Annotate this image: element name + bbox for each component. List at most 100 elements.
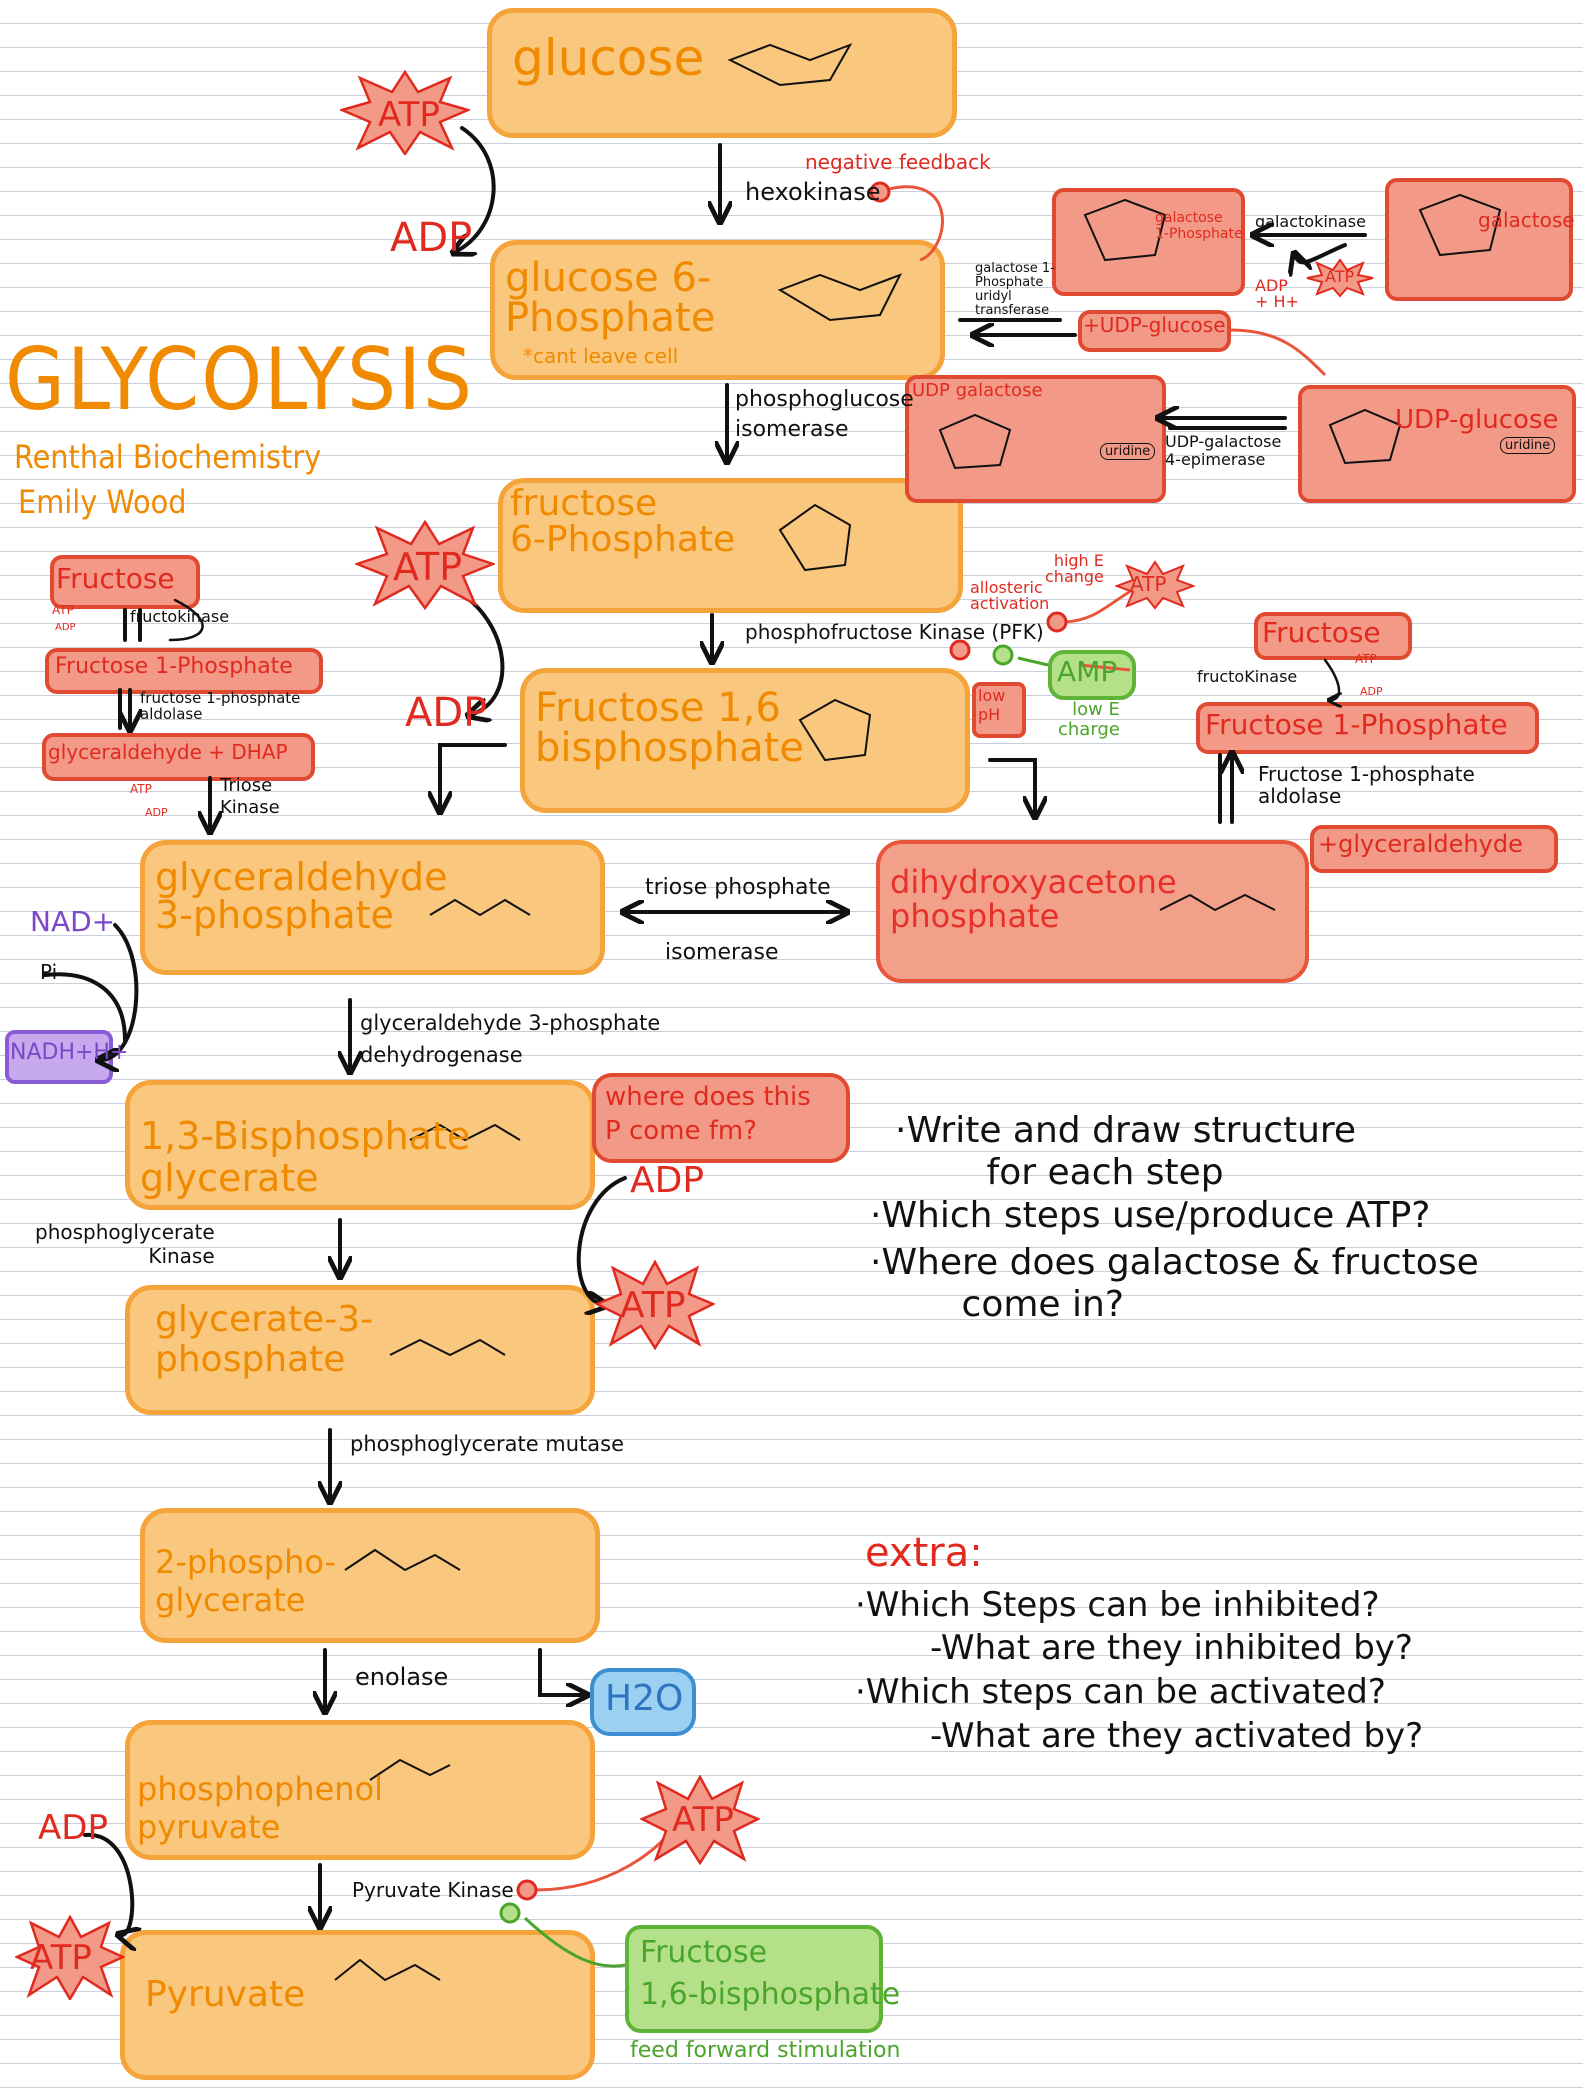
fructose-left-label: Fructose [56, 562, 175, 595]
13-bpg-box [125, 1080, 595, 1210]
f1p-left-label: Fructose 1-Phosphate [55, 654, 293, 679]
extra-1: ·Which Steps can be inhibited? [855, 1585, 1380, 1625]
udp-glucose-out-label: +UDP-glucose [1083, 313, 1226, 337]
pep-label: phosphophenol pyruvate [137, 1770, 384, 1846]
atp-label-fructose-right: ATP [1355, 652, 1377, 666]
udp-galactose-label: UDP galactose [912, 380, 1043, 401]
regulation-markers [499, 181, 1068, 1924]
adp-label-fructose-left: ADP [55, 622, 76, 633]
atp-burst-pyruvate [15, 1915, 125, 2000]
where-does-this-label: where does this P come fm? [605, 1082, 811, 1146]
high-e-label: high E change [1045, 551, 1104, 586]
adp-label-glucose: ADP [390, 215, 473, 261]
fructokinase-right-label: fructoKinase [1197, 667, 1298, 686]
pep-box [125, 1720, 595, 1860]
tpi-top-label: triose phosphate [645, 875, 831, 900]
atp-burst-pfk-reg [1115, 560, 1195, 610]
feed-forward-box-label: Fructose 1,6-bisphosphate [640, 1935, 901, 2012]
g6p-note: *cant leave cell [523, 344, 679, 368]
hexokinase-label: hexokinase [745, 178, 881, 206]
epimerase-label: UDP-galactose 4-epimerase [1165, 432, 1282, 469]
question-1: ·Write and draw structure for each step [895, 1110, 1357, 1193]
galactose-box [1385, 178, 1573, 301]
pi-label: Pi [40, 960, 58, 984]
g3p-label: glyceraldehyde 3-phosphate [155, 855, 448, 937]
galactose-1-phosphate-box [1052, 188, 1245, 296]
aldolase-right-label: Fructose 1-phosphate aldolase [1258, 762, 1475, 808]
2-pg-box [140, 1508, 600, 1643]
atp-label-glucose: ATP [378, 95, 440, 135]
adp-label-pep: ADP [38, 1808, 108, 1848]
low-ph-box [972, 682, 1026, 738]
udp-glucose-small-box [1078, 310, 1231, 352]
galactokinase-label: galactokinase [1255, 212, 1366, 231]
atp-label-f6p: ATP [393, 545, 463, 589]
adp-label-fructose-right: ADP [1360, 685, 1383, 698]
glucose-label: glucose [512, 29, 705, 87]
where-does-this-box [592, 1073, 850, 1163]
question-2: ·Which steps use/produce ATP? [870, 1195, 1431, 1236]
negative-feedback-line [884, 185, 944, 262]
hexokinase-inhibit-marker [869, 181, 891, 203]
uridine-label-2: uridine [1500, 437, 1556, 454]
glucose-box [487, 8, 957, 138]
course-name: Renthal Biochemistry [14, 438, 322, 476]
dhap-label: dihydroxyacetone phosphate [890, 863, 1177, 935]
fructose-right-box [1254, 612, 1412, 660]
atp-burst-pk [640, 1775, 760, 1865]
page-title: GLYCOLYSIS [5, 330, 475, 430]
atp-label-triose: ATP [130, 782, 152, 796]
products-left-label: glyceraldehyde + DHAP [48, 740, 288, 764]
extra-2: -What are they inhibited by? [930, 1628, 1413, 1668]
fructokinase-left-label: fructokinase [130, 607, 230, 626]
nadh-box [5, 1030, 113, 1084]
pgk-label: phosphoglycerate Kinase [35, 1220, 215, 1268]
adp-label-triose: ADP [145, 806, 168, 819]
triose-kinase-label: Triose Kinase [220, 775, 280, 818]
glyceraldehyde-right-box [1310, 825, 1558, 873]
atp-label-fructose-left: ATP [52, 603, 74, 617]
gal1p-label: galactose 1-Phosphate [1155, 210, 1243, 242]
extra-4: -What are they activated by? [930, 1716, 1424, 1756]
udp-galactose-box [905, 375, 1166, 503]
feed-forward-box [625, 1925, 883, 2033]
adp-label-f6p: ADP [405, 690, 488, 736]
13bpg-label: 1,3-Bisphosphate glycerate [140, 1114, 471, 1200]
arrow-f16bp-g3p [440, 743, 507, 810]
atp-burst-glucose [340, 70, 470, 155]
g3pdh-label: glyceraldehyde 3-phosphate dehydrogenase [360, 1011, 661, 1067]
low-ph-label: low pH [978, 686, 1006, 724]
pfk-label: phosphofructose Kinase (PFK) [745, 620, 1044, 644]
atp-label-pyruvate: ATP [30, 1938, 92, 1978]
udp-glucose-label: UDP-glucose [1395, 405, 1559, 435]
atp-burst-f6p [355, 520, 495, 610]
atp-label-galactokinase: ATP [1325, 267, 1355, 286]
fructose-1-phosphate-left-box [45, 648, 323, 694]
adp-h-label: ADP + H+ [1255, 276, 1299, 311]
atp-label-pgk: ATP [620, 1285, 686, 1326]
aldolase-left-label: fructose 1-phosphate aldolase [140, 689, 301, 723]
h2o-box [590, 1668, 696, 1736]
fructose-16-bisphosphate-box [520, 668, 970, 813]
atp-label-pfk-reg: ATP [1130, 572, 1167, 596]
uridyltransferase-label: galactose 1- Phosphate uridyl transferas… [975, 261, 1055, 318]
glyceraldehyde-right-label: +glyceraldehyde [1318, 830, 1523, 858]
galactose-label: galactose [1478, 208, 1575, 232]
extra-3: ·Which steps can be activated? [855, 1672, 1386, 1712]
nad-label: NAD+ [30, 905, 116, 938]
arrow-f16bp-dhap [988, 758, 1035, 815]
f16bp-label: Fructose 1,6 bisphosphate [535, 685, 804, 771]
pk-label: Pyruvate Kinase [352, 1878, 514, 1902]
molecule-sketches [334, 43, 1502, 1982]
glyceraldehyde-dhap-box [42, 733, 315, 781]
pgi-label: phosphoglucose isomerase [735, 387, 914, 442]
f6p-label: fructose 6-Phosphate [510, 483, 736, 560]
question-3: ·Where does galactose & fructose come in… [870, 1242, 1479, 1325]
atp-burst-galactokinase [1306, 258, 1374, 298]
udp-glucose-box [1298, 385, 1576, 503]
g6p-label: glucose 6- Phosphate [505, 255, 716, 341]
feed-forward-label: feed forward stimulation [630, 2038, 901, 2063]
pgm-label: phosphoglycerate mutase [350, 1432, 625, 1456]
h2o-label: H2O [605, 1678, 684, 1719]
